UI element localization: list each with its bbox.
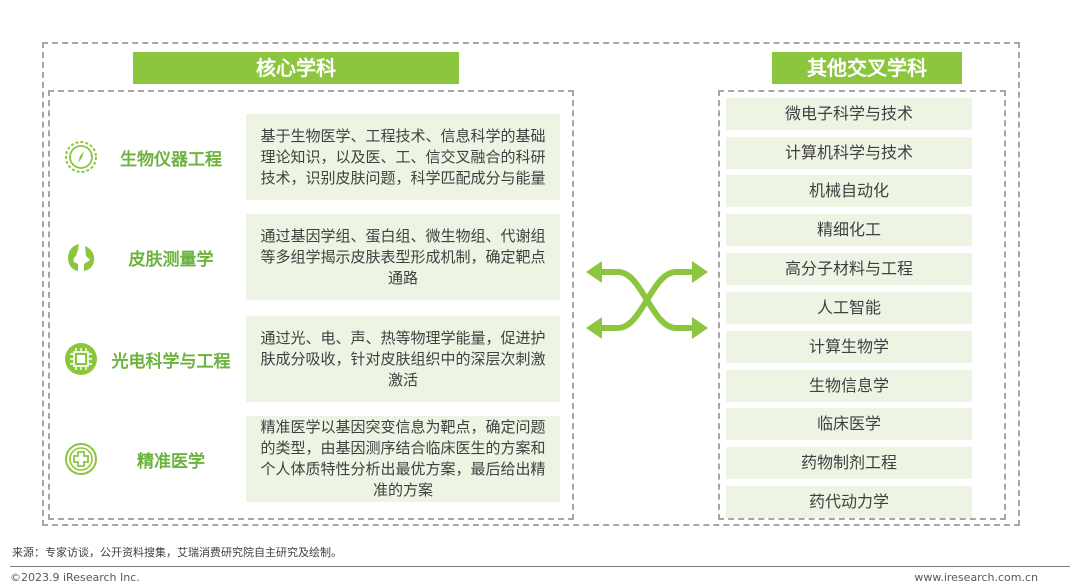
discipline-item: 生物信息学 (726, 370, 972, 402)
discipline-item: 高分子材料与工程 (726, 253, 972, 285)
core-disciplines-frame (48, 90, 574, 520)
discipline-item: 临床医学 (726, 408, 972, 440)
face-profile-icon (64, 240, 98, 274)
core-item-desc: 精准医学以基因突变信息为靶点，确定问题的类型，由基因测序结合临床医生的方案和个人… (246, 416, 560, 502)
core-item-desc: 通过基因学组、蛋白组、微生物组、代谢组等多组学揭示皮肤表型形成机制，确定靶点通路 (246, 214, 560, 300)
medical-cross-icon (64, 442, 98, 476)
core-item: 光电科学与工程 通过光、电、声、热等物理学能量，促进护肤成分吸收，针对皮肤组织中… (60, 316, 560, 402)
core-item-desc: 通过光、电、声、热等物理学能量，促进护肤成分吸收，针对皮肤组织中的深层次刺激激活 (246, 316, 560, 402)
core-item-desc: 基于生物医学、工程技术、信息科学的基础理论知识，以及医、工、信交叉融合的科研技术… (246, 114, 560, 200)
core-item-name: 生物仪器工程 (120, 149, 222, 170)
core-item-name: 皮肤测量学 (128, 249, 214, 270)
copyright: ©2023.9 iResearch Inc. (10, 571, 140, 584)
website-link[interactable]: www.iresearch.com.cn (914, 571, 1038, 584)
core-item-name: 精准医学 (137, 451, 205, 472)
discipline-item: 计算生物学 (726, 331, 972, 363)
discipline-item: 计算机科学与技术 (726, 137, 972, 169)
footer-divider (10, 566, 1070, 567)
core-item: 生物仪器工程 基于生物医学、工程技术、信息科学的基础理论知识，以及医、工、信交叉… (60, 114, 560, 200)
chip-icon (64, 342, 98, 376)
discipline-item: 人工智能 (726, 292, 972, 324)
core-item-name: 光电科学与工程 (111, 351, 231, 372)
core-item: 精准医学 精准医学以基因突变信息为靶点，确定问题的类型，由基因测序结合临床医生的… (60, 416, 560, 502)
core-disciplines-title: 核心学科 (133, 52, 459, 84)
core-item: 皮肤测量学 通过基因学组、蛋白组、微生物组、代谢组等多组学揭示皮肤表型形成机制，… (60, 214, 560, 300)
other-disciplines-title: 其他交叉学科 (772, 52, 962, 84)
discipline-item: 药物制剂工程 (726, 447, 972, 479)
discipline-item: 精细化工 (726, 214, 972, 246)
outer-frame (42, 42, 1020, 526)
discipline-item: 药代动力学 (726, 486, 972, 518)
other-disciplines-frame (718, 90, 1006, 520)
compass-icon (64, 140, 98, 174)
discipline-item: 机械自动化 (726, 175, 972, 207)
discipline-item: 微电子科学与技术 (726, 98, 972, 130)
source-note: 来源：专家访谈，公开资料搜集，艾瑞消费研究院自主研究及绘制。 (12, 546, 342, 559)
crossing-arrows-icon (584, 250, 710, 350)
